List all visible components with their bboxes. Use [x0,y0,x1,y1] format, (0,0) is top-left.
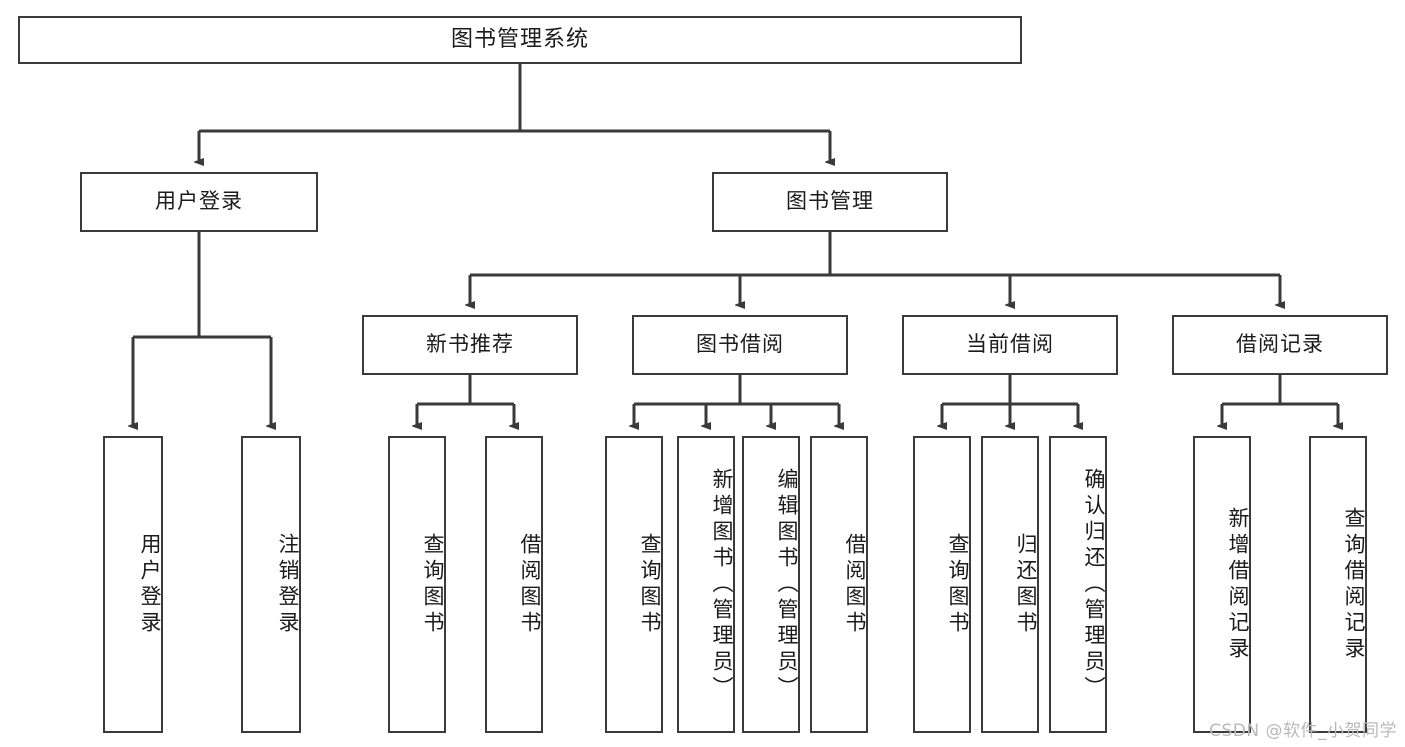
node-leaf-edit-book-admin[interactable]: 编辑图书（管理员） [742,436,800,733]
node-book-management[interactable]: 图书管理 [712,172,948,232]
node-leaf-return-book[interactable]: 归还图书 [981,436,1039,733]
node-label: 新增图书（管理员） [710,467,734,702]
node-book-borrow[interactable]: 图书借阅 [632,315,848,375]
node-leaf-query-book-3[interactable]: 查询图书 [913,436,971,733]
node-label: 查询图书 [421,532,445,637]
node-leaf-user-login[interactable]: 用户登录 [103,436,163,733]
node-label: 编辑图书（管理员） [775,467,799,702]
node-label: 注销登录 [276,532,300,637]
node-label: 图书借阅 [696,332,784,357]
node-label: 用户登录 [155,189,243,214]
node-new-book-recommend[interactable]: 新书推荐 [362,315,578,375]
node-leaf-borrow-book-1[interactable]: 借阅图书 [485,436,543,733]
node-leaf-query-borrow-record[interactable]: 查询借阅记录 [1309,436,1367,733]
node-label: 查询图书 [638,532,662,637]
node-leaf-query-book-2[interactable]: 查询图书 [605,436,663,733]
node-label: 新增借阅记录 [1226,506,1250,663]
node-root[interactable]: 图书管理系统 [18,16,1022,64]
node-leaf-add-borrow-record[interactable]: 新增借阅记录 [1193,436,1251,733]
node-leaf-add-book-admin[interactable]: 新增图书（管理员） [677,436,735,733]
node-label: 查询借阅记录 [1342,506,1366,663]
node-leaf-borrow-book-2[interactable]: 借阅图书 [810,436,868,733]
node-leaf-logout[interactable]: 注销登录 [241,436,301,733]
node-label: 图书管理系统 [450,26,589,52]
node-label: 新书推荐 [426,332,514,357]
node-label: 借阅图书 [843,532,867,637]
node-leaf-query-book-1[interactable]: 查询图书 [388,436,446,733]
node-user-login[interactable]: 用户登录 [80,172,318,232]
node-current-borrow[interactable]: 当前借阅 [902,315,1118,375]
node-label: 用户登录 [138,532,162,637]
node-label: 确认归还（管理员） [1082,467,1106,702]
node-label: 当前借阅 [966,332,1054,357]
node-label: 借阅记录 [1236,332,1324,357]
node-label: 查询图书 [946,532,970,637]
csdn-watermark: CSDN @软件_小贺同学 [1209,721,1397,741]
node-borrow-records[interactable]: 借阅记录 [1172,315,1388,375]
node-label: 归还图书 [1014,532,1038,637]
node-leaf-confirm-return-admin[interactable]: 确认归还（管理员） [1049,436,1107,733]
node-label: 借阅图书 [518,532,542,637]
node-label: 图书管理 [786,189,874,214]
